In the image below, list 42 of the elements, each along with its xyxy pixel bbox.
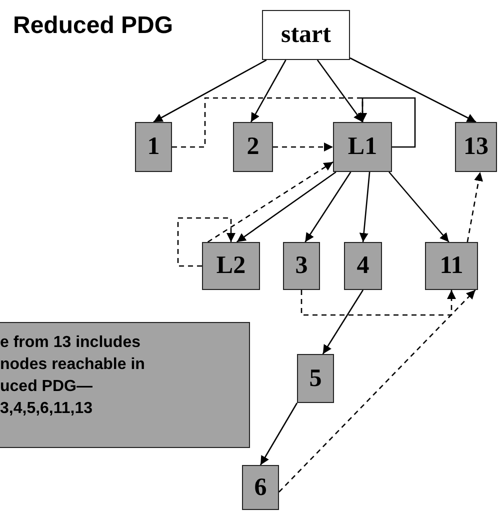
- arrow: [304, 172, 352, 242]
- node-label: 1: [147, 133, 160, 161]
- dashed-arrow: [278, 290, 476, 492]
- dashed-arrow: [466, 172, 483, 242]
- dashed-arrow: [207, 161, 334, 243]
- node-label: 5: [309, 364, 322, 392]
- callout-box: [0, 322, 250, 448]
- node-label: 2: [246, 133, 260, 161]
- node-label: L2: [216, 252, 246, 280]
- node-box: [283, 242, 320, 290]
- arrow: [250, 60, 286, 122]
- callout-text: e from 13 includes nodes reachable in uced PDG— 3,4,5,6,11,13: [0, 333, 146, 419]
- diagram-title: Reduced PDG: [13, 12, 174, 40]
- node-box: [262, 10, 350, 60]
- arrow: [153, 59, 267, 123]
- node-label: 3: [295, 252, 308, 280]
- arrow: [322, 290, 364, 354]
- node-box: [333, 122, 392, 172]
- dashed-arrow: [177, 217, 236, 267]
- arrow: [359, 172, 370, 242]
- dashed-arrow: [273, 142, 333, 152]
- node-box: [135, 122, 172, 172]
- node-box: [242, 465, 279, 510]
- node-label: 6: [254, 474, 267, 502]
- node-label: 4: [356, 252, 370, 280]
- arrow: [236, 171, 336, 243]
- dashed-arrow: [300, 290, 456, 316]
- arrow: [316, 60, 364, 122]
- arrow: [358, 97, 416, 148]
- node-box: [297, 354, 334, 403]
- arrow: [260, 402, 298, 466]
- node-label: 13: [464, 133, 488, 161]
- node-box: [455, 122, 497, 172]
- node-box: [233, 122, 273, 172]
- arrow: [388, 172, 450, 242]
- node-label: start: [281, 21, 331, 49]
- node-box: [425, 242, 478, 290]
- arrow: [350, 57, 476, 123]
- node-box: [344, 242, 382, 290]
- node-box: [202, 242, 260, 290]
- node-label: 11: [440, 252, 464, 280]
- node-label: L1: [348, 133, 378, 161]
